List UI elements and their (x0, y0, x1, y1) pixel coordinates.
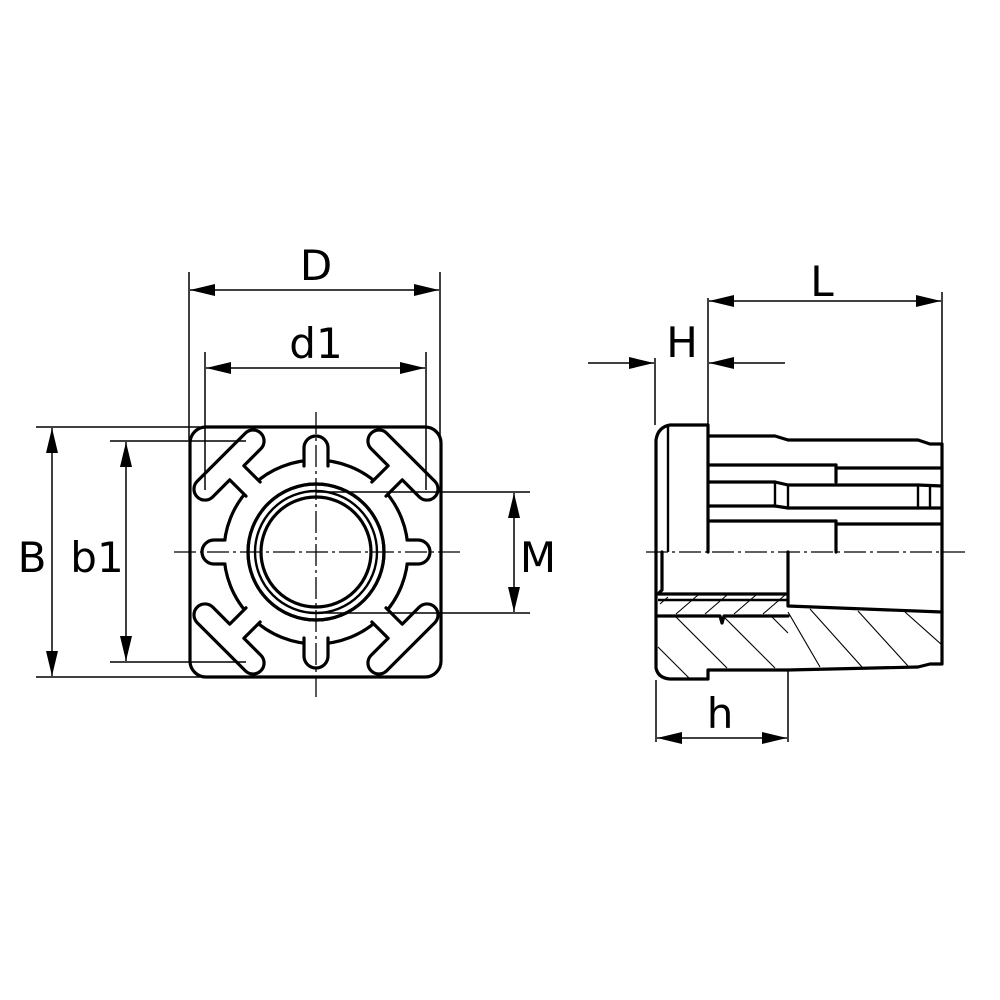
label-L: L (810, 257, 834, 306)
bush-section-outline (656, 550, 790, 596)
label-B: B (18, 533, 47, 582)
label-M: M (520, 533, 556, 582)
dimension-b1: b1 (70, 440, 246, 663)
hatching (657, 594, 943, 680)
side-section-view: L H h (588, 257, 965, 744)
dimension-D: D (188, 241, 441, 440)
label-b1: b1 (70, 533, 123, 582)
dimension-M: M (316, 491, 556, 614)
head-flange-top (654, 423, 710, 554)
side-rib-lines (706, 463, 944, 554)
body-top-contour (706, 434, 944, 554)
label-D: D (300, 241, 332, 290)
front-view: D d1 B b1 (18, 241, 556, 697)
body-bottom-contour (654, 550, 944, 681)
label-d1: d1 (289, 319, 342, 368)
dimension-h: h (655, 670, 789, 744)
label-h: h (707, 689, 734, 738)
dimension-L: L (707, 257, 943, 444)
dimension-H: H (588, 318, 785, 425)
dimension-d1: d1 (204, 319, 427, 490)
dimension-B: B (18, 426, 200, 678)
label-H: H (666, 318, 698, 367)
